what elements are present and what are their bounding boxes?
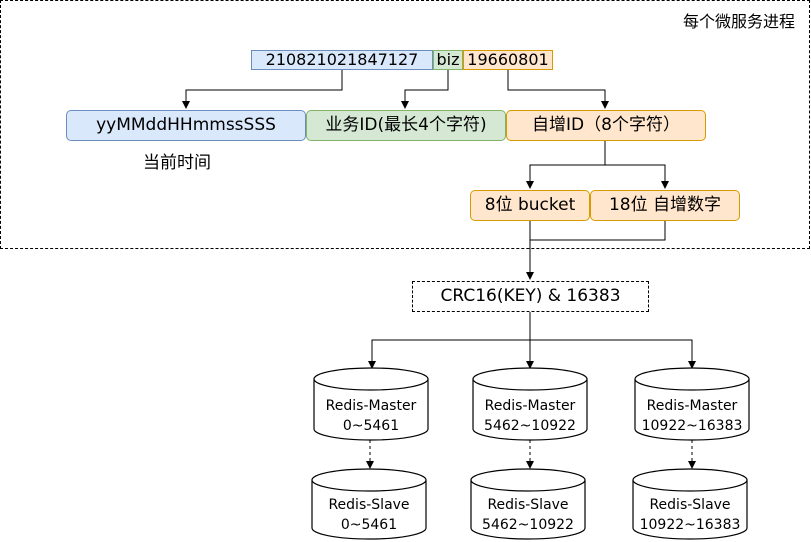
master-label: Redis-Master: [484, 398, 576, 414]
master-range: 0~5461: [342, 418, 400, 434]
redis-slave-3: Redis-Slave 10922~16383: [632, 495, 748, 535]
line-counter-to-crc: [530, 221, 666, 241]
bucket-box: 8位 bucket: [470, 190, 590, 221]
business-id-box: 业务ID(最长4个字符): [306, 110, 506, 141]
crc16-hash-box: CRC16(KEY) & 16383: [412, 281, 649, 312]
slave-label: Redis-Slave: [649, 497, 731, 513]
redis-master-1: Redis-Master 0~5461: [313, 396, 429, 436]
time-format-box: yyMMddHHmmssSSS: [66, 110, 306, 141]
current-time-label: 当前时间: [143, 153, 211, 173]
redis-slave-1: Redis-Slave 0~5461: [311, 495, 427, 535]
slave-range: 10922~16383: [639, 517, 741, 533]
id-time-segment: 210821021847127: [251, 50, 433, 70]
id-increment-segment: 19660801: [463, 50, 553, 70]
counter-box: 18位 自增数字: [590, 190, 740, 221]
slave-label: Redis-Slave: [328, 497, 410, 513]
redis-master-2: Redis-Master 5462~10922: [472, 396, 588, 436]
arrow-biz-to-business-id: [401, 70, 449, 109]
container-label: 每个微服务进程: [682, 12, 795, 31]
arrow-to-counter: [605, 164, 669, 189]
redis-master-cylinder-3: [634, 367, 750, 441]
increment-id-box: 自增ID（8个字符）: [506, 110, 706, 141]
arrow-to-bucket: [526, 141, 606, 189]
redis-slave-2: Redis-Slave 5462~10922: [470, 495, 586, 535]
slave-range: 0~5461: [340, 517, 398, 533]
redis-slave-cylinder-2: [470, 468, 586, 540]
master-range: 10922~16383: [641, 418, 743, 434]
arrow-inc-to-increment-id: [507, 70, 609, 109]
line-crc-branches: [371, 339, 693, 368]
arrow-time-to-format: [182, 70, 343, 109]
redis-slave-cylinder-3: [632, 468, 748, 540]
slave-range: 5462~10922: [482, 517, 574, 533]
master-range: 5462~10922: [484, 418, 576, 434]
redis-master-cylinder-1: [313, 367, 429, 441]
redis-slave-cylinder-1: [311, 468, 427, 540]
id-biz-segment: biz: [433, 50, 463, 70]
redis-master-3: Redis-Master 10922~16383: [634, 396, 750, 436]
slave-label: Redis-Slave: [487, 497, 569, 513]
master-label: Redis-Master: [646, 398, 738, 414]
redis-master-cylinder-2: [472, 367, 588, 441]
master-label: Redis-Master: [325, 398, 417, 414]
microservice-process-container: [0, 0, 810, 249]
